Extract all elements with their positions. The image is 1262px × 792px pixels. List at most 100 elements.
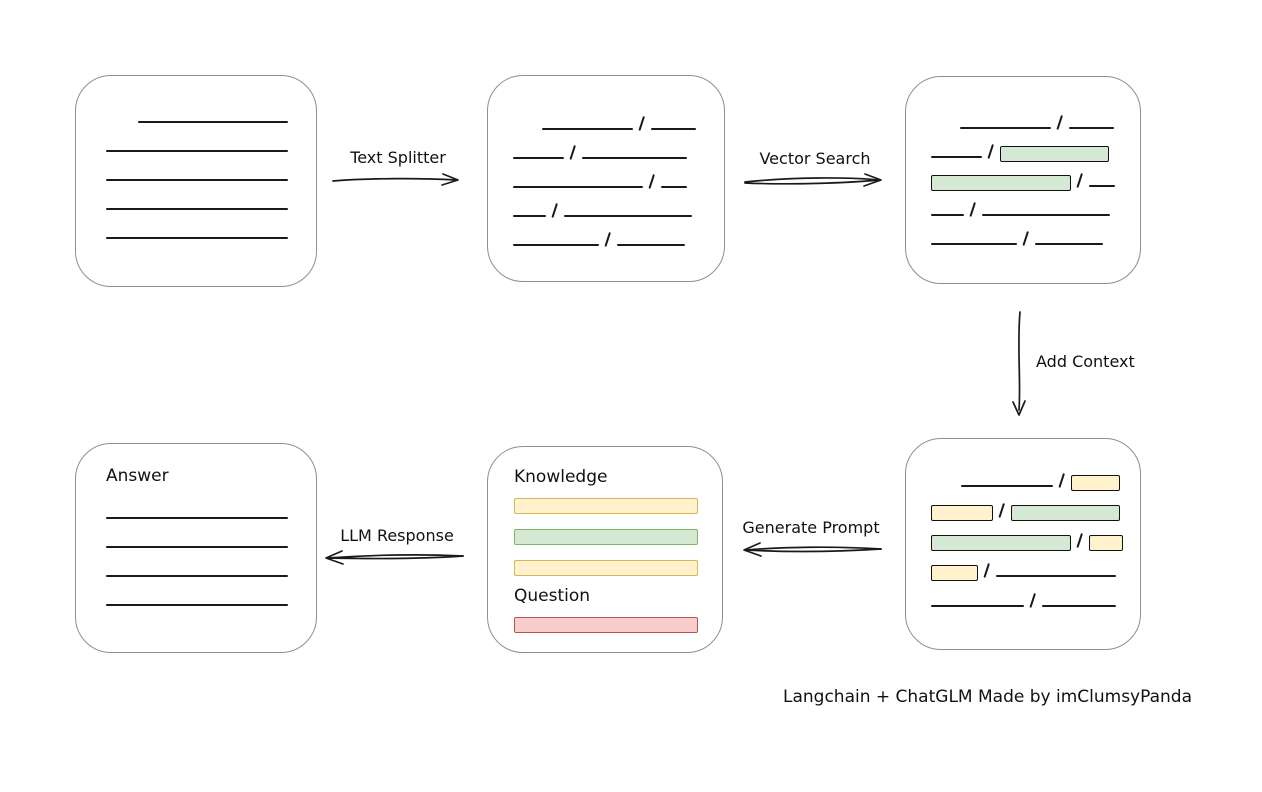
text-line xyxy=(106,208,288,210)
yellow-highlight-chip xyxy=(1089,535,1123,551)
green-bar xyxy=(514,529,698,545)
text-row xyxy=(931,487,1140,521)
text-row xyxy=(931,158,1140,191)
text-row xyxy=(106,181,316,210)
text-line xyxy=(542,128,633,130)
question-bars xyxy=(514,617,722,633)
text-line xyxy=(961,485,1053,487)
text-line xyxy=(106,575,288,577)
slash-separator xyxy=(998,503,1005,518)
yellow-bar xyxy=(514,498,698,514)
text-line xyxy=(106,546,288,548)
text-row xyxy=(106,152,316,181)
text-splitter-label: Text Splitter xyxy=(350,148,446,167)
green-highlight-chip xyxy=(1011,505,1120,521)
generate-prompt-label: Generate Prompt xyxy=(742,518,880,537)
text-row xyxy=(931,100,1140,130)
text-row xyxy=(106,123,316,152)
credit-caption: Langchain + ChatGLM Made by imClumsyPand… xyxy=(783,687,1192,707)
text-row xyxy=(931,129,1140,162)
slash-separator xyxy=(983,563,990,578)
add-context-arrow xyxy=(1012,311,1026,416)
text-line xyxy=(931,605,1024,607)
llm-response-arrow xyxy=(325,550,464,565)
text-row xyxy=(513,188,724,218)
yellow-highlight-chip xyxy=(931,565,978,581)
text-row xyxy=(931,457,1140,491)
context-chunks-node xyxy=(905,438,1141,650)
slash-separator xyxy=(987,144,994,159)
slash-separator xyxy=(604,232,611,247)
text-row xyxy=(931,547,1140,581)
text-line xyxy=(582,157,687,159)
source-document-node xyxy=(75,75,317,287)
text-row xyxy=(106,548,316,577)
slash-separator xyxy=(551,203,558,218)
indent-gap xyxy=(106,122,138,123)
text-row xyxy=(106,490,316,519)
text-row xyxy=(106,577,316,606)
red-bar xyxy=(514,617,698,633)
text-row xyxy=(931,577,1140,608)
text-line xyxy=(106,237,288,239)
answer-lines xyxy=(76,444,316,606)
llm-response-label: LLM Response xyxy=(340,526,454,545)
text-line xyxy=(106,604,288,606)
text-line xyxy=(138,121,288,123)
text-row xyxy=(931,187,1140,217)
vector-search-label: Vector Search xyxy=(759,149,871,168)
text-line xyxy=(1069,127,1114,129)
text-row xyxy=(931,517,1140,551)
context-chunks-lines xyxy=(906,439,1140,608)
text-line xyxy=(661,186,687,188)
text-line xyxy=(564,215,692,217)
generate-prompt-arrow xyxy=(743,542,882,557)
matched-chunks-node xyxy=(905,76,1141,284)
slash-separator xyxy=(969,202,976,217)
add-context-label: Add Context xyxy=(1036,352,1135,371)
text-row xyxy=(106,94,316,123)
text-line xyxy=(651,128,696,130)
text-line xyxy=(931,156,982,158)
slash-separator xyxy=(1058,473,1065,488)
slash-separator xyxy=(1076,533,1083,548)
slash-separator xyxy=(1022,231,1029,246)
slash-separator xyxy=(1056,115,1063,130)
text-row xyxy=(513,217,724,247)
slash-separator xyxy=(1076,173,1083,188)
yellow-highlight-chip xyxy=(1071,475,1120,491)
prompt-node: Knowledge Question xyxy=(487,446,723,653)
indent-gap xyxy=(513,129,542,130)
green-highlight-chip xyxy=(1000,146,1109,162)
text-line xyxy=(513,157,564,159)
text-row xyxy=(513,101,724,131)
text-line xyxy=(106,517,288,519)
text-line xyxy=(996,575,1116,577)
text-line xyxy=(931,243,1017,245)
slash-separator xyxy=(638,116,645,131)
text-line xyxy=(982,214,1110,216)
text-line xyxy=(513,186,643,188)
text-line xyxy=(960,127,1051,129)
slash-separator xyxy=(1029,593,1036,608)
vector-search-arrow xyxy=(744,173,882,187)
green-highlight-chip xyxy=(931,175,1071,191)
text-line xyxy=(1042,605,1116,607)
slash-separator xyxy=(569,145,576,160)
yellow-bar xyxy=(514,560,698,576)
question-label: Question xyxy=(514,586,591,606)
text-line xyxy=(1089,185,1115,187)
answer-node: Answer xyxy=(75,443,317,653)
text-row xyxy=(106,210,316,239)
text-row xyxy=(931,216,1140,246)
text-line xyxy=(106,179,288,181)
text-line xyxy=(617,244,685,246)
text-line xyxy=(1035,243,1103,245)
source-document-lines xyxy=(76,76,316,239)
knowledge-bars xyxy=(514,498,722,576)
slash-separator xyxy=(648,174,655,189)
text-row xyxy=(106,519,316,548)
split-chunks-lines xyxy=(488,76,724,247)
indent-gap xyxy=(931,486,961,487)
answer-label: Answer xyxy=(106,466,169,486)
